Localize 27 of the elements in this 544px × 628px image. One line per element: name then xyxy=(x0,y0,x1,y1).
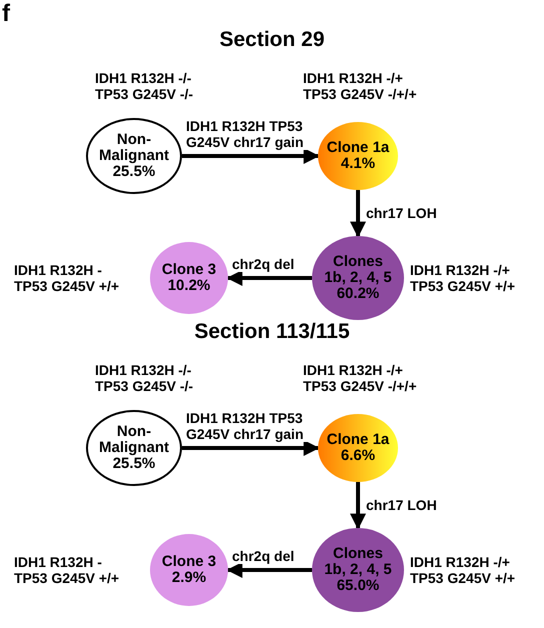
arrow xyxy=(182,440,320,456)
genotype-label: IDH1 R132H -/- TP53 G245V -/- xyxy=(95,362,194,394)
section-heading: Section 113/115 xyxy=(194,320,350,344)
arrow xyxy=(226,270,312,286)
node-label: Non-Malignant 25.5% xyxy=(98,132,170,180)
genotype-label: IDH1 R132H -/+ TP53 G245V -/+/+ xyxy=(303,70,418,102)
arrow xyxy=(350,190,366,238)
node-label: Clones 1b, 2, 4, 5 60.2% xyxy=(323,254,393,302)
panel-letter: f xyxy=(2,0,10,28)
arrow xyxy=(350,482,366,530)
genotype-label: IDH1 R132H - TP53 G245V +/+ xyxy=(14,554,120,586)
edge-label: chr17 LOH xyxy=(366,205,437,221)
arrow xyxy=(226,562,312,578)
arrow xyxy=(182,148,320,164)
node-label: Clone 1a 4.1% xyxy=(326,140,390,172)
genotype-label: IDH1 R132H - TP53 G245V +/+ xyxy=(14,262,120,294)
node-label: Clone 1a 6.6% xyxy=(326,432,390,464)
node-label: Clone 3 10.2% xyxy=(160,262,218,294)
edge-label: chr17 LOH xyxy=(366,497,437,513)
section-heading: Section 29 xyxy=(219,28,325,52)
node-label: Clone 3 2.9% xyxy=(160,554,218,586)
genotype-label: IDH1 R132H -/+ TP53 G245V -/+/+ xyxy=(303,362,418,394)
genotype-label: IDH1 R132H -/- TP53 G245V -/- xyxy=(95,70,194,102)
genotype-label: IDH1 R132H -/+ TP53 G245V +/+ xyxy=(410,262,516,294)
node-label: Clones 1b, 2, 4, 5 65.0% xyxy=(323,546,393,594)
node-label: Non-Malignant 25.5% xyxy=(98,424,170,472)
genotype-label: IDH1 R132H -/+ TP53 G245V +/+ xyxy=(410,554,516,586)
